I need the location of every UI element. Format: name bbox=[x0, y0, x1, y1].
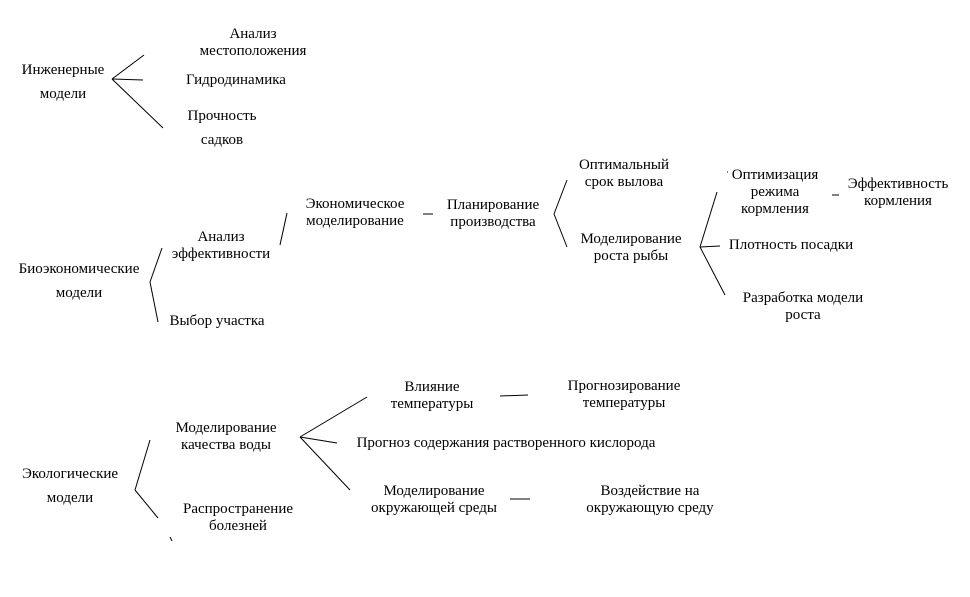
node-line: качества воды bbox=[181, 437, 271, 453]
node-line: Анализ bbox=[197, 229, 245, 245]
engineering-models-root: Инженерные модели bbox=[22, 58, 105, 106]
environment-modeling-node: Моделирование окружающей среды bbox=[371, 483, 497, 517]
location-analysis-node: Анализ местоположения bbox=[200, 26, 307, 60]
node-line: модели bbox=[46, 490, 94, 506]
node-line: кормления bbox=[864, 193, 932, 209]
node-line: Плотность посадки bbox=[728, 237, 854, 253]
node-line: Распространение bbox=[182, 501, 294, 517]
fish-growth-modeling-node: Моделирование роста рыбы bbox=[580, 231, 681, 265]
node-line: Анализ bbox=[229, 26, 277, 42]
node-line: садков bbox=[200, 132, 244, 148]
node-line: Прочность bbox=[187, 108, 257, 124]
node-line: Моделирование bbox=[580, 231, 682, 247]
node-line: режима bbox=[750, 184, 800, 200]
feeding-optimization-node: Оптимизация режима кормления bbox=[732, 167, 819, 218]
efficiency-analysis-node: Анализ эффективности bbox=[172, 229, 270, 263]
node-line: Эффективность bbox=[847, 176, 949, 192]
node-line: Влияние bbox=[404, 379, 460, 395]
hydrodynamics-node: Гидродинамика bbox=[186, 72, 286, 89]
feeding-efficiency-node: Эффективность кормления bbox=[848, 176, 949, 210]
economic-modeling-node: Экономическое моделирование bbox=[306, 196, 405, 230]
node-line: срок вылова bbox=[584, 174, 664, 190]
disease-spread-node: Распространение болезней bbox=[183, 501, 293, 535]
harvest-timing-node: Оптимальный срок вылова bbox=[579, 157, 669, 191]
node-line: Оптимальный bbox=[578, 157, 670, 173]
node-line: Выбор участка bbox=[169, 313, 265, 329]
node-line: местоположения bbox=[199, 43, 307, 59]
node-line: Моделирование bbox=[175, 420, 277, 436]
production-planning-node: Планирование производства bbox=[447, 197, 539, 231]
node-line: Прогноз содержания растворенного кислоро… bbox=[356, 435, 656, 451]
node-line: окружающую среду bbox=[586, 500, 714, 516]
site-selection-node: Выбор участка bbox=[169, 313, 264, 330]
stocking-density-node: Плотность посадки bbox=[729, 237, 853, 254]
temperature-forecast-node: Прогнозирование температуры bbox=[568, 378, 681, 412]
node-line: модели bbox=[55, 285, 103, 301]
node-line: моделирование bbox=[306, 213, 404, 229]
node-line: модели bbox=[39, 86, 87, 102]
node-line: роста bbox=[785, 307, 821, 323]
node-line: Моделирование bbox=[383, 483, 485, 499]
node-line: Воздействие на bbox=[600, 483, 700, 499]
cage-strength-node: Прочность садков bbox=[188, 104, 257, 152]
node-line: Биоэкономические bbox=[18, 261, 140, 277]
node-line: Планирование bbox=[446, 197, 540, 213]
node-line: Оптимизация bbox=[731, 167, 819, 183]
node-line: производства bbox=[450, 214, 536, 230]
node-line: роста рыбы bbox=[593, 248, 669, 264]
oxygen-forecast-node: Прогноз содержания растворенного кислоро… bbox=[357, 435, 656, 452]
node-line: Гидродинамика bbox=[186, 72, 286, 88]
bioeconomic-models-root: Биоэкономические модели bbox=[19, 257, 140, 305]
node-line: эффективности bbox=[171, 246, 271, 262]
node-line: Разработка модели bbox=[742, 290, 864, 306]
node-line: Прогнозирование bbox=[567, 378, 681, 394]
ecological-models-root: Экологические модели bbox=[22, 462, 118, 510]
environmental-impact-node: Воздействие на окружающую среду bbox=[586, 483, 713, 517]
node-line: температуры bbox=[390, 396, 474, 412]
temperature-influence-node: Влияние температуры bbox=[391, 379, 474, 413]
node-line: болезней bbox=[209, 518, 267, 534]
node-line: кормления bbox=[741, 201, 809, 217]
node-line: окружающей среды bbox=[371, 500, 497, 516]
growth-model-development-node: Разработка модели роста bbox=[743, 290, 863, 324]
node-line: температуры bbox=[582, 395, 666, 411]
node-line: Инженерные bbox=[21, 62, 105, 78]
water-quality-modeling-node: Моделирование качества воды bbox=[175, 420, 276, 454]
node-line: Экономическое bbox=[305, 196, 405, 212]
node-line: Экологические bbox=[21, 466, 119, 482]
